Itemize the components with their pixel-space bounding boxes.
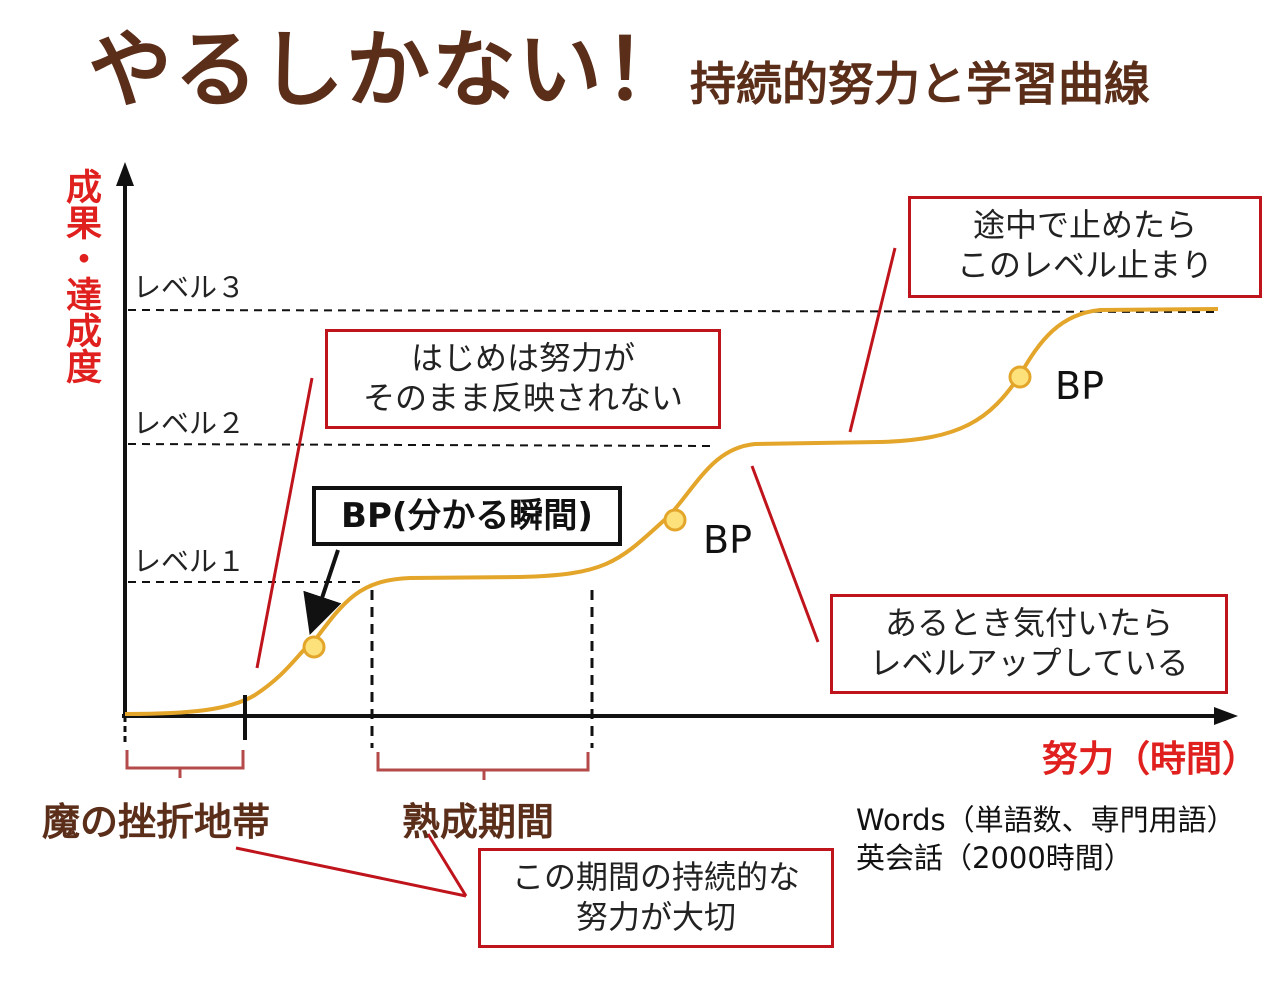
example-conversation: 英会話（2000時間） [856, 841, 1133, 875]
zone-label-maturation: 熟成期間 [402, 800, 555, 844]
bp-point-icon-1 [302, 635, 326, 659]
bp-label-1: BP [703, 518, 752, 562]
callout-level-up: あるとき気付いたら レベルアップしている [830, 594, 1228, 694]
callout-level-up-line-2: レベルアップしている [869, 644, 1189, 682]
callout-stop-midway: 途中で止めたら このレベル止まり [908, 196, 1262, 298]
connector-period-right [426, 833, 468, 897]
callout-level-up-line-1: あるとき気付いたら [884, 604, 1173, 642]
level3-guide-line [127, 309, 1219, 313]
level-3-label: レベル３ [133, 271, 246, 304]
bp-label-2: BP [1055, 364, 1104, 408]
y-axis-label: 成果・達成度 [60, 168, 101, 384]
callout-beginning-line-1: はじめは努力が [410, 339, 635, 377]
example-words: Words（単語数、専門用語） [856, 803, 1236, 837]
level-1-label: レベル１ [133, 545, 246, 578]
connector-levelup [750, 465, 820, 643]
breakthrough-box: BP(分かる瞬間) [312, 486, 622, 546]
title-sub: 持続的努力と学習曲線 [690, 57, 1150, 111]
callout-stop-midway-line-2: このレベル止まり [956, 246, 1213, 284]
level2-guide-line [127, 443, 711, 447]
maturation-bracket [376, 752, 590, 780]
connector-beginning [255, 377, 314, 669]
x-axis-label: 努力（時間） [1042, 739, 1259, 780]
learning-curve [124, 307, 1219, 716]
callout-sustained-effort-line-2: 努力が大切 [575, 898, 736, 936]
frustration-bracket [125, 750, 245, 778]
pointer-icon [303, 549, 342, 635]
zone-label-frustration: 魔の挫折地帯 [42, 800, 271, 844]
bp-point-icon-2 [663, 508, 687, 532]
x-axis-arrow [1214, 707, 1238, 725]
connector-period-left [235, 846, 467, 898]
y-axis-arrow [116, 162, 134, 186]
connector-top-right [848, 247, 897, 433]
callout-stop-midway-line-1: 途中で止めたら [972, 206, 1197, 244]
callout-beginning: はじめは努力が そのまま反映されない [325, 329, 721, 429]
callout-sustained-effort: この期間の持続的な 努力が大切 [478, 848, 834, 948]
bp-point-icon-3 [1008, 365, 1032, 389]
title-main: やるしかない！ [88, 21, 691, 119]
level-2-label: レベル２ [133, 407, 246, 440]
callout-beginning-line-2: そのまま反映されない [362, 379, 683, 417]
callout-sustained-effort-line-1: この期間の持続的な [511, 858, 800, 896]
